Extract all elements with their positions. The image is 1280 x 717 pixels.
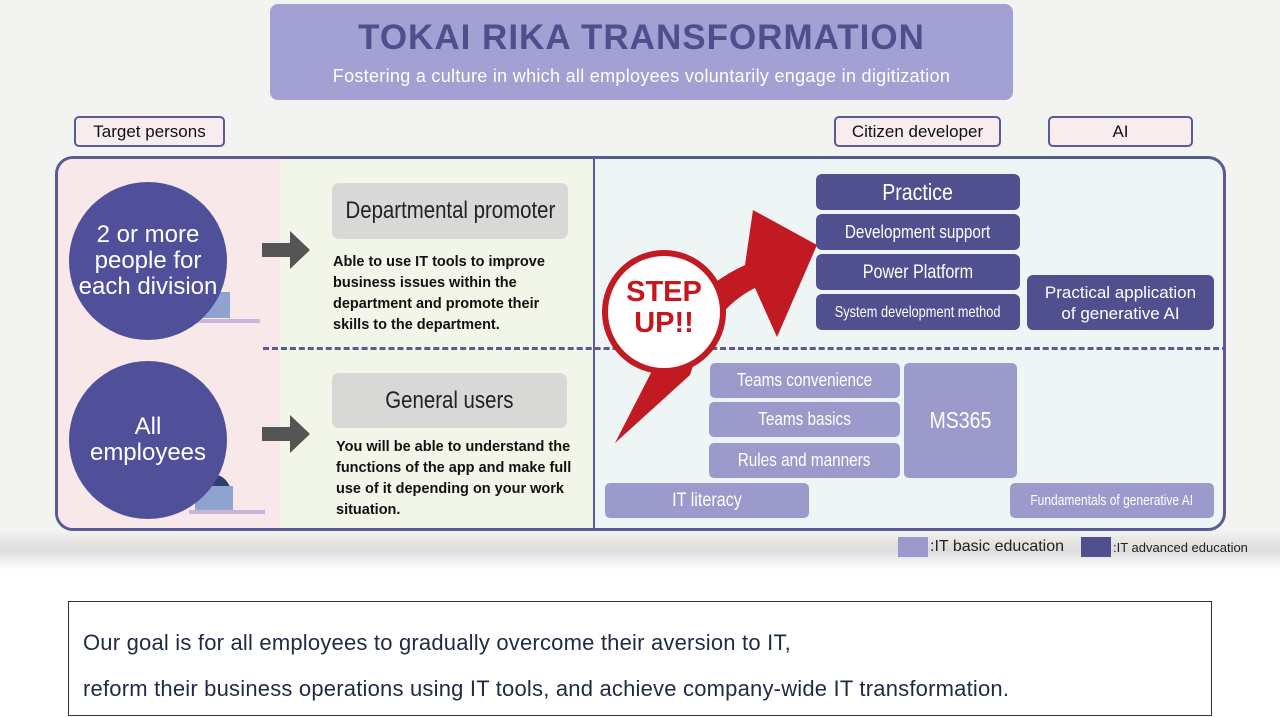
advanced-label: System development method	[835, 303, 1001, 321]
goal-line-1: Our goal is for all employees to gradual…	[83, 630, 791, 655]
legend-basic-swatch	[898, 537, 928, 557]
column-divider	[593, 159, 595, 528]
basic-label: IT literacy	[672, 490, 742, 511]
basic-label: Teams convenience	[737, 370, 873, 390]
basic-label: MS365	[929, 407, 992, 433]
tag-citizen-developer: Citizen developer	[834, 116, 1001, 147]
tag-ai: AI	[1048, 116, 1193, 147]
advanced-label: Practice	[882, 178, 954, 205]
advanced-practice: Practice	[816, 174, 1020, 210]
role-label: Departmental promoter	[345, 197, 555, 224]
advanced-label: Development support	[845, 221, 991, 242]
basic-label: Fundamentals of generative AI	[1030, 492, 1194, 509]
page-subtitle: Fostering a culture in which all employe…	[332, 66, 951, 86]
basic-teams-convenience: Teams convenience	[710, 363, 900, 398]
arrow-right-icon	[262, 415, 310, 453]
basic-it-literacy: IT literacy	[605, 483, 809, 518]
basic-label: Teams basics	[758, 409, 851, 429]
step-up-line-2: UP!!	[634, 307, 694, 339]
basic-fundamentals-generative-ai: Fundamentals of generative AI	[1010, 483, 1214, 518]
role-description: You will be able to understand the funct…	[336, 439, 572, 518]
step-up-line-1: STEP	[626, 276, 702, 308]
circle-promoter-target: 2 or more people for each division	[69, 182, 227, 340]
basic-ms365: MS365	[904, 363, 1017, 478]
circle-label: 2 or more people for each division	[78, 221, 218, 300]
advanced-label: Power Platform	[862, 261, 974, 283]
circle-label: All employees	[89, 413, 207, 466]
legend-advanced-label: :IT advanced education	[1113, 540, 1248, 555]
role-description: Able to use IT tools to improve business…	[333, 254, 545, 333]
page-title: TOKAI RIKA TRANSFORMATION	[358, 18, 925, 57]
legend-advanced-swatch	[1081, 537, 1111, 557]
advanced-system-development-method: System development method	[816, 294, 1020, 330]
goal-statement: Our goal is for all employees to gradual…	[68, 601, 1212, 716]
advanced-practical-generative-ai: Practical application of generative AI	[1027, 275, 1214, 330]
role-general-users: General users	[332, 373, 567, 428]
basic-rules-and-manners: Rules and manners	[709, 443, 900, 478]
role-departmental-promoter: Departmental promoter	[332, 183, 568, 239]
step-up-arrow-icon	[602, 210, 817, 443]
basic-teams-basics: Teams basics	[709, 402, 900, 437]
basic-label: Rules and manners	[738, 450, 871, 470]
goal-line-2: reform their business operations using I…	[83, 676, 1010, 701]
arrow-right-icon	[262, 231, 310, 269]
tag-target-persons: Target persons	[74, 116, 225, 147]
advanced-power-platform: Power Platform	[816, 254, 1020, 290]
role-label: General users	[385, 386, 514, 414]
row-divider	[263, 347, 1223, 350]
circle-all-employees: All employees	[69, 361, 227, 519]
advanced-development-support: Development support	[816, 214, 1020, 250]
header-banner: TOKAI RIKA TRANSFORMATION Fostering a cu…	[270, 4, 1013, 100]
legend-basic-label: :IT basic education	[930, 538, 1065, 555]
